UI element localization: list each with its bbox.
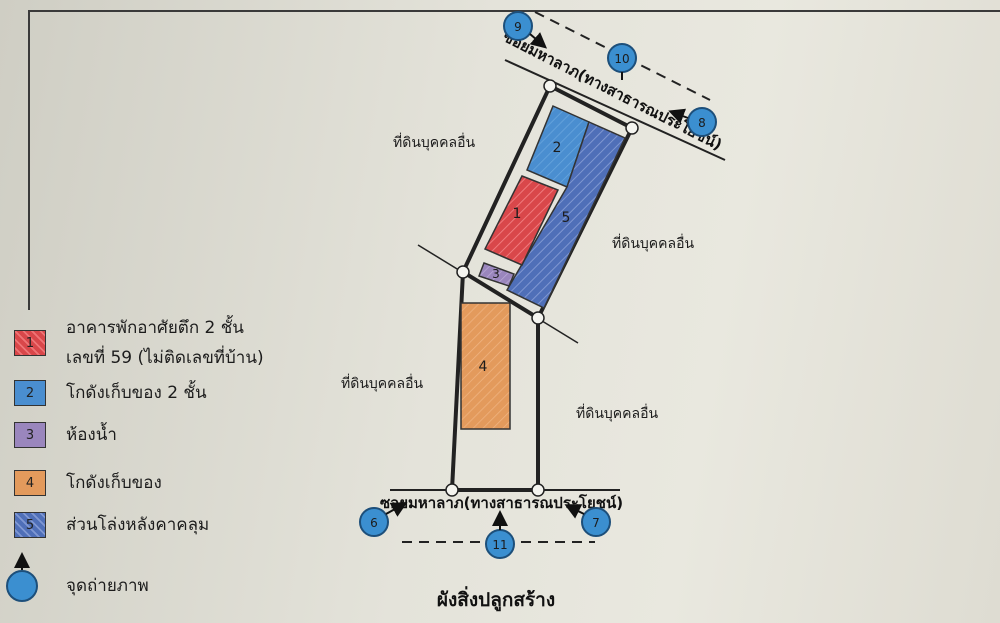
building-5-number: 5	[562, 210, 571, 226]
svg-text:10: 10	[614, 52, 629, 66]
top-road-edge-line	[504, 59, 726, 161]
legend-label-photo-point: จุดถ่ายภาพ	[66, 576, 149, 596]
building-3-restroom	[478, 262, 515, 287]
legend-label-1-line1: อาคารพักอาศัยตึก 2 ชั้น	[66, 318, 244, 338]
corner-marker	[543, 79, 557, 93]
legend-label-1-line2: เลขที่ 59 (ไม่ติดเลขที่บ้าน)	[66, 348, 264, 368]
neighbor-land-label-e: ที่ดินบุคคลอื่น	[612, 234, 694, 252]
legend-swatch-5: 5	[14, 512, 46, 538]
legend-swatch-3: 3	[14, 422, 46, 448]
svg-text:7: 7	[592, 516, 600, 530]
building-1-number: 1	[513, 206, 522, 222]
photo-point-11: 11	[485, 510, 515, 559]
svg-text:9: 9	[514, 20, 522, 34]
building-5-covered-area	[505, 120, 627, 310]
legend-swatch-1: 1	[14, 330, 46, 356]
building-3-number: 3	[492, 267, 500, 281]
legend-label-5: ส่วนโล่งหลังคาคลุม	[66, 515, 210, 535]
plan-title: ผังสิ่งปลูกสร้าง	[437, 586, 555, 612]
legend-label-3: ห้องน้ำ	[66, 425, 117, 445]
svg-text:11: 11	[492, 538, 507, 552]
corner-marker	[531, 483, 545, 497]
legend-item-4: 4 โกดังเก็บของ	[14, 470, 162, 496]
photo-point-10: 10	[607, 43, 637, 80]
corner-marker	[456, 265, 470, 279]
legend-item-2: 2 โกดังเก็บของ 2 ชั้น	[14, 380, 207, 406]
photo-point-8: 8	[668, 107, 717, 137]
frame-border-left	[28, 10, 30, 310]
neighbor-land-label-se: ที่ดินบุคคลอื่น	[576, 404, 658, 422]
corner-marker	[531, 311, 545, 325]
legend-swatch-2: 2	[14, 380, 46, 406]
building-4-number: 4	[479, 359, 488, 375]
building-4-warehouse	[460, 302, 511, 430]
legend-item-3: 3 ห้องน้ำ	[14, 422, 117, 448]
legend-item-photo-point: จุดถ่ายภาพ	[66, 574, 149, 598]
corner-marker	[445, 483, 459, 497]
legend-swatch-4: 4	[14, 470, 46, 496]
photo-point-9: 9	[503, 11, 548, 49]
neighbor-land-label-nw: ที่ดินบุคคลอื่น	[393, 133, 475, 151]
legend-label-2: โกดังเก็บของ 2 ชั้น	[66, 383, 207, 403]
svg-text:8: 8	[698, 116, 706, 130]
building-1-residence	[483, 175, 560, 266]
frame-border-top	[28, 10, 1000, 12]
neighbor-land-label-w: ที่ดินบุคคลอื่น	[341, 374, 423, 392]
legend-item-5: 5 ส่วนโล่งหลังคาคลุม	[14, 512, 209, 538]
photo-point-7: 7	[564, 504, 611, 537]
legend-camera-point-icon	[6, 552, 38, 602]
building-2-number: 2	[553, 140, 562, 156]
photo-point-6: 6	[359, 502, 408, 537]
svg-text:6: 6	[370, 516, 378, 530]
legend-label-4: โกดังเก็บของ	[66, 473, 162, 493]
legend-item-1: 1 อาคารพักอาศัยตึก 2 ชั้น เลขที่ 59 (ไม่…	[14, 316, 264, 370]
bottom-road-label: ซอยมหาลาภ(ทางสาธารณประโยชน์)	[380, 493, 623, 512]
corner-marker	[625, 121, 639, 135]
